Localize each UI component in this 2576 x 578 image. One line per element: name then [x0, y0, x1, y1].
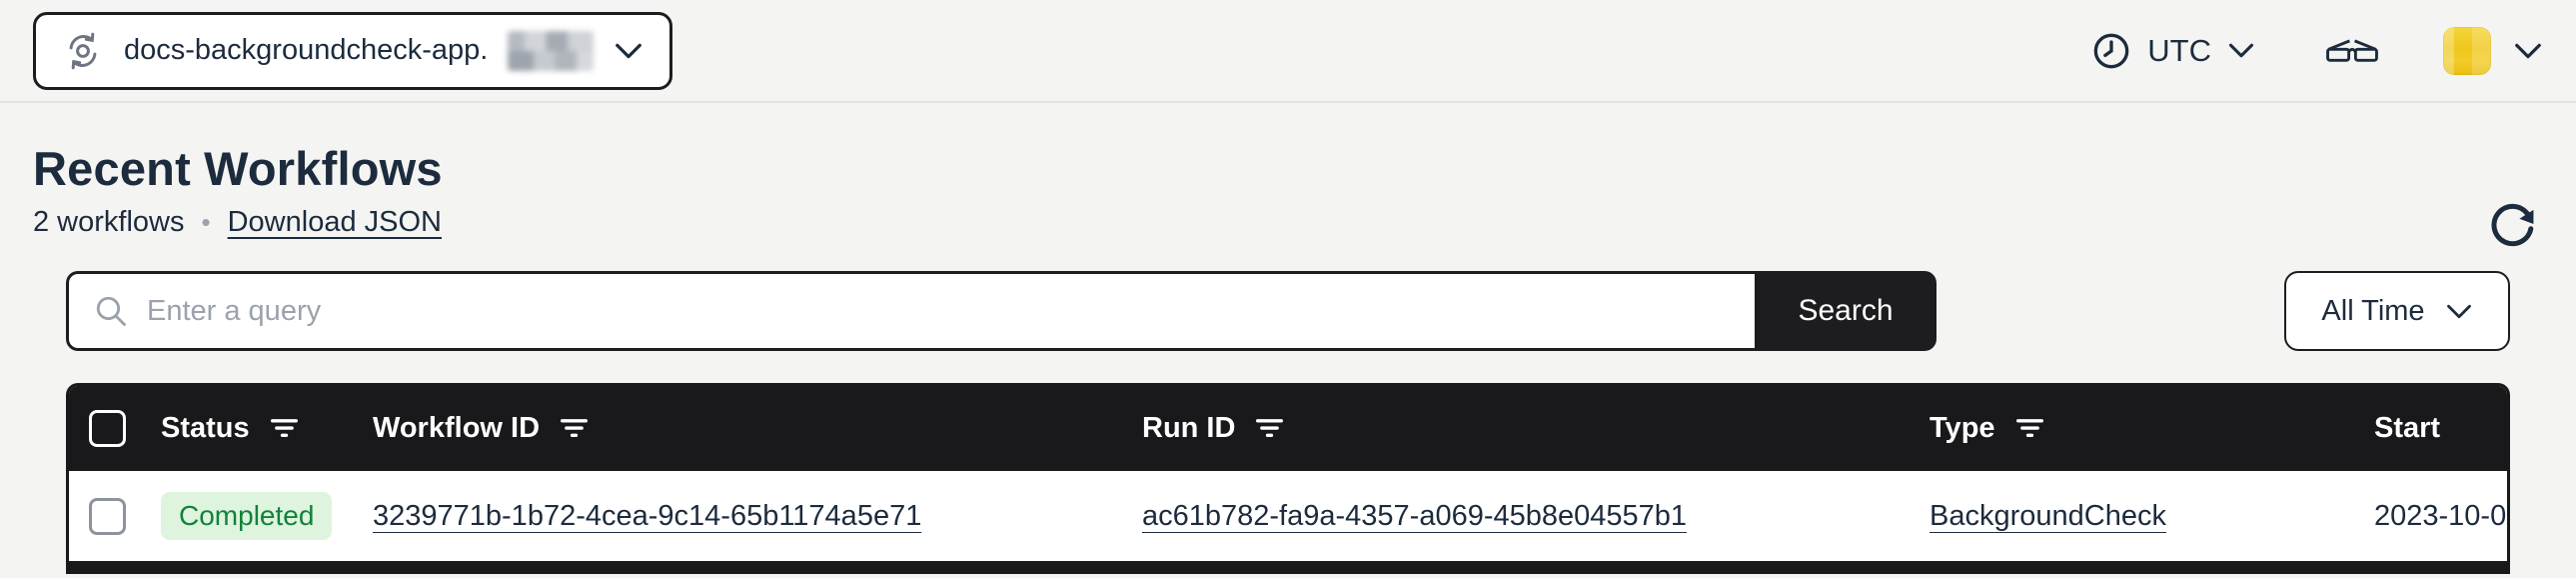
workflow-type-link[interactable]: BackgroundCheck — [1930, 499, 2166, 532]
query-input[interactable] — [147, 294, 1731, 328]
clock-icon — [2091, 31, 2131, 71]
time-range-label: All Time — [2321, 294, 2425, 327]
topbar-right-cluster: UTC — [2091, 26, 2543, 75]
table-header-row: Status Workflow ID — [69, 386, 2507, 471]
namespace-name: docs-backgroundcheck-app. — [124, 34, 489, 66]
refresh-button[interactable] — [2484, 199, 2540, 255]
column-header-type: Type — [1930, 412, 1995, 444]
dot-separator: • — [201, 207, 211, 237]
namespace-cycle-icon — [62, 30, 104, 72]
refresh-icon — [2486, 201, 2538, 253]
start-time: 2023-10-02 UT — [2374, 499, 2507, 532]
search-row: Search All Time — [66, 271, 2510, 351]
column-header-status: Status — [161, 412, 250, 444]
table-horizontal-scrollbar[interactable] — [69, 561, 2507, 574]
filter-icon[interactable] — [270, 418, 299, 439]
timezone-selector[interactable]: UTC — [2091, 31, 2255, 71]
search-button[interactable]: Search — [1755, 271, 1936, 351]
labs-mode-toggle[interactable] — [2325, 35, 2379, 67]
account-menu[interactable] — [2443, 26, 2543, 75]
filter-icon[interactable] — [560, 418, 589, 439]
select-all-checkbox[interactable] — [89, 410, 126, 447]
chevron-down-icon — [2445, 303, 2473, 320]
chevron-down-icon — [2227, 42, 2255, 59]
column-header-run-id: Run ID — [1142, 412, 1236, 444]
namespace-selector[interactable]: docs-backgroundcheck-app. — [33, 11, 672, 90]
workflow-id-link[interactable]: 3239771b-1b72-4cea-9c14-65b1174a5e71 — [373, 499, 922, 532]
query-search-group: Search — [66, 271, 1936, 351]
filter-icon[interactable] — [2015, 418, 2044, 439]
download-json-link[interactable]: Download JSON — [227, 206, 442, 238]
workflow-count: 2 workflows — [33, 206, 185, 238]
redacted-namespace-suffix — [508, 30, 594, 71]
run-id-link[interactable]: ac61b782-fa9a-4357-a069-45b8e04557b1 — [1142, 499, 1688, 532]
table-row[interactable]: Completed 3239771b-1b72-4cea-9c14-65b117… — [69, 471, 2507, 561]
glasses-icon — [2325, 35, 2379, 67]
status-badge: Completed — [161, 492, 333, 540]
time-range-filter[interactable]: All Time — [2284, 271, 2510, 351]
timezone-label: UTC — [2147, 32, 2211, 68]
column-header-start: Start — [2374, 412, 2441, 444]
page-title: Recent Workflows — [33, 142, 443, 195]
column-header-workflow-id: Workflow ID — [373, 412, 541, 444]
search-icon — [93, 293, 129, 329]
row-checkbox[interactable] — [89, 497, 126, 535]
top-bar: docs-backgroundcheck-app. UTC — [0, 0, 2576, 103]
avatar — [2443, 26, 2491, 75]
filter-icon[interactable] — [1255, 418, 1284, 439]
chevron-down-icon — [614, 42, 644, 60]
workflows-table: Status Workflow ID — [66, 383, 2510, 574]
chevron-down-icon — [2513, 42, 2543, 60]
recent-workflows-section: Recent Workflows 2 workflows • Download … — [0, 141, 2576, 574]
query-input-wrapper — [66, 271, 1755, 351]
